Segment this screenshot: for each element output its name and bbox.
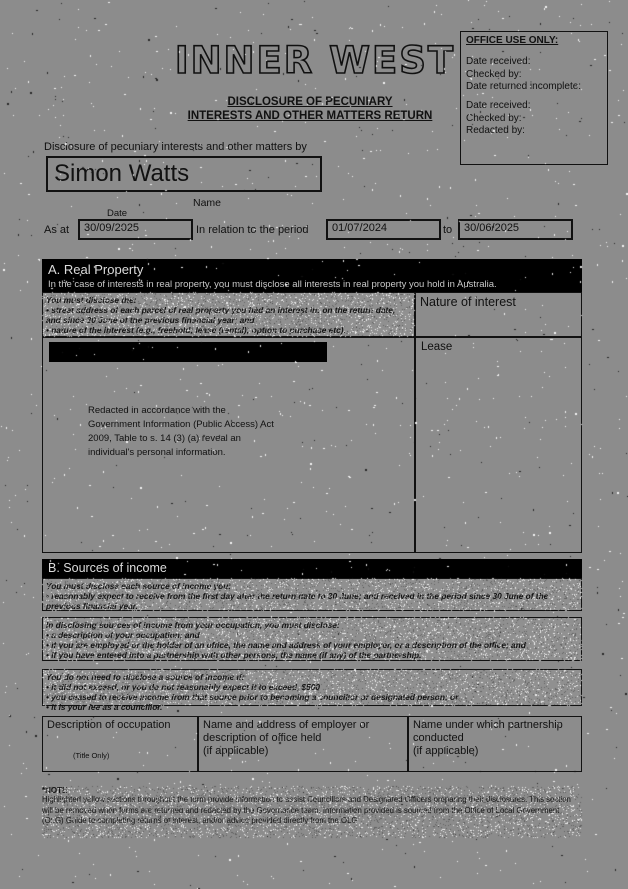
footer-note-body: Highlighted yellow sections throughout t… xyxy=(42,795,582,827)
nature-of-interest-label: Nature of interest xyxy=(420,295,516,309)
name-caption: Name xyxy=(193,197,221,209)
partnership-column[interactable]: Name under which partnership conducted (… xyxy=(408,716,582,772)
as-at-date-field[interactable]: 30/09/2025 xyxy=(78,219,193,240)
period-to-field[interactable]: 30/06/2025 xyxy=(458,219,573,240)
period-from-value: 01/07/2024 xyxy=(332,222,387,234)
occupation-column-subnote: (Title Only) xyxy=(73,751,109,760)
office-use-line: Checked by: xyxy=(466,69,581,82)
real-property-address-cell[interactable]: Redacted in accordance with the Governme… xyxy=(42,337,415,553)
nature-of-interest-header: Nature of interest xyxy=(415,292,582,337)
nature-of-interest-cell[interactable]: Lease xyxy=(415,337,582,553)
section-a-description: In the case of interests in real propert… xyxy=(48,279,497,290)
section-a-help-text: You must disclose the: • street address … xyxy=(42,292,415,337)
page-title-line-2: INTERESTS AND OTHER MATTERS RETURN xyxy=(110,110,510,124)
office-use-block-2: Date received: Checked by: Redacted by: xyxy=(466,100,530,138)
inner-west-logo: INNER WEST xyxy=(170,38,460,84)
occupation-column-header: Description of occupation xyxy=(47,719,171,732)
date-caption: Date xyxy=(107,208,127,219)
section-a-header: A. Real Property In the case of interest… xyxy=(42,259,582,292)
occupation-column[interactable]: Description of occupation (Title Only) xyxy=(42,716,198,772)
redaction-note: Redacted in accordance with the Governme… xyxy=(88,404,278,460)
period-from-field[interactable]: 01/07/2024 xyxy=(326,219,441,240)
office-use-line: Date received: xyxy=(466,100,530,113)
disclosure-by-label: Disclosure of pecuniary interests and ot… xyxy=(44,141,307,153)
section-a-heading: A. Real Property xyxy=(48,262,143,277)
period-to-label: to xyxy=(443,224,452,236)
nature-of-interest-value: Lease xyxy=(421,341,452,353)
name-field[interactable]: Simon Watts xyxy=(46,156,322,192)
as-at-label: As at xyxy=(44,224,69,236)
employer-column[interactable]: Name and address of employer or descript… xyxy=(198,716,408,772)
office-use-only-box: OFFICE USE ONLY: Date received: Checked … xyxy=(460,31,608,165)
employer-column-header: Name and address of employer or descript… xyxy=(203,719,407,758)
as-at-date-value: 30/09/2025 xyxy=(84,222,139,234)
office-use-line: Date received: xyxy=(466,56,581,69)
section-b-heading: B. Sources of income xyxy=(48,561,167,575)
page-title-line-1: DISCLOSURE OF PECUNIARY xyxy=(110,96,510,110)
office-use-title: OFFICE USE ONLY: xyxy=(466,35,558,46)
page-title: DISCLOSURE OF PECUNIARY INTERESTS AND OT… xyxy=(110,96,510,123)
section-b-help-text-1: You must disclose each source of income … xyxy=(42,578,582,611)
section-b-header: B. Sources of income xyxy=(42,559,582,578)
office-use-line: Checked by: xyxy=(466,113,530,126)
office-use-line: Date returned incomplete: xyxy=(466,81,581,94)
redaction-bar xyxy=(49,342,327,362)
section-b-help-text-3: You do not need to disclose a source of … xyxy=(42,669,582,706)
period-to-value: 30/06/2025 xyxy=(464,222,519,234)
name-value: Simon Watts xyxy=(54,160,189,188)
partnership-column-header: Name under which partnership conducted (… xyxy=(413,719,581,758)
period-label: In relation to the period xyxy=(196,224,309,236)
section-b-help-text-2: In disclosing sources of income from you… xyxy=(42,617,582,661)
footer-note-title: *NOTE xyxy=(42,786,67,795)
office-use-block-1: Date received: Checked by: Date returned… xyxy=(466,56,581,94)
office-use-line: Redacted by: xyxy=(466,125,530,138)
